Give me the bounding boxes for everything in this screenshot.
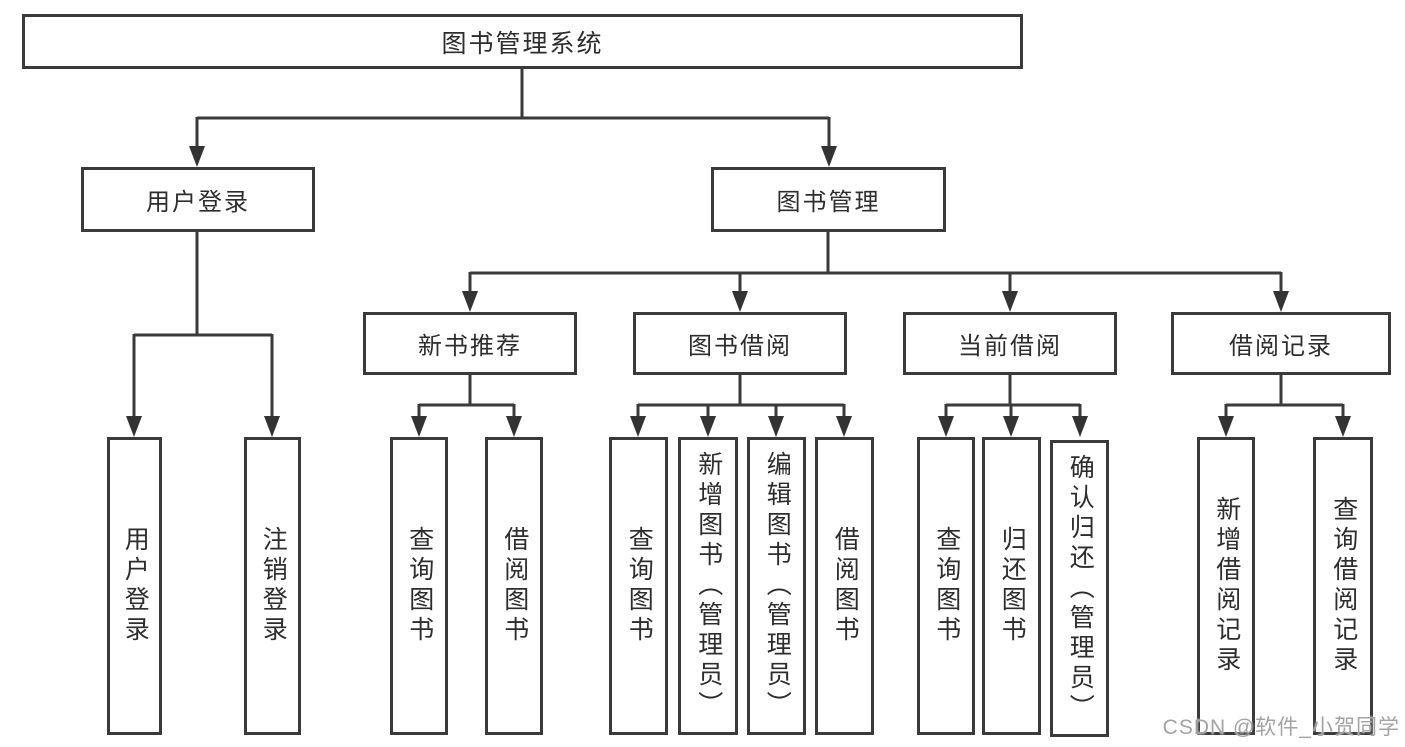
leaf-query-book-current-label: 查询图书 [932,526,961,646]
node-root-label: 图书管理系统 [441,29,604,58]
leaf-edit-book-admin-label: 编辑图书（管理员） [763,451,792,721]
leaf-query-book-current: 查询图书 [917,437,975,735]
leaf-query-borrow-record-label: 查询借阅记录 [1329,496,1358,676]
leaf-user-login: 用户登录 [107,437,162,735]
leaf-confirm-return-admin-label: 确认归还（管理员） [1066,453,1095,724]
leaf-query-book-recommend-label: 查询图书 [405,526,434,646]
leaf-logout-label: 注销登录 [259,526,288,646]
leaf-add-book-admin: 新增图书（管理员） [678,437,738,735]
node-new-book-recommend: 新书推荐 [363,312,577,375]
leaf-query-book-borrow: 查询图书 [609,437,668,735]
leaf-return-book: 归还图书 [982,437,1041,735]
leaf-add-book-admin-label: 新增图书（管理员） [694,451,723,721]
node-book-management: 图书管理 [711,167,946,232]
leaf-add-borrow-record-label: 新增借阅记录 [1212,496,1241,676]
leaf-borrow-book: 借阅图书 [815,437,874,735]
leaf-edit-book-admin: 编辑图书（管理员） [747,437,806,735]
leaf-user-login-label: 用户登录 [121,526,150,646]
leaf-borrow-book-recommend: 借阅图书 [485,437,543,735]
leaf-return-book-label: 归还图书 [998,526,1027,646]
node-current-borrow: 当前借阅 [903,312,1117,375]
leaf-query-borrow-record: 查询借阅记录 [1313,437,1373,735]
node-new-book-recommend-label: 新书推荐 [418,333,522,360]
leaf-add-borrow-record: 新增借阅记录 [1197,437,1255,735]
node-borrow-record-label: 借阅记录 [1229,333,1333,360]
node-book-management-label: 图书管理 [776,189,881,216]
leaf-borrow-book-recommend-label: 借阅图书 [500,526,529,646]
node-root: 图书管理系统 [22,14,1023,69]
node-user-login: 用户登录 [81,167,315,232]
node-book-borrow-label: 图书借阅 [688,333,792,360]
node-user-login-label: 用户登录 [146,189,250,216]
leaf-confirm-return-admin: 确认归还（管理员） [1050,440,1109,737]
leaf-query-book-borrow-label: 查询图书 [625,526,654,646]
node-current-borrow-label: 当前借阅 [958,333,1062,360]
leaf-query-book-recommend: 查询图书 [390,437,448,735]
watermark: CSDN @软件_小贺同学 [1162,716,1400,739]
leaf-logout: 注销登录 [244,437,301,735]
leaf-borrow-book-label: 借阅图书 [831,526,860,646]
node-book-borrow: 图书借阅 [633,312,847,375]
node-borrow-record: 借阅记录 [1171,312,1391,375]
